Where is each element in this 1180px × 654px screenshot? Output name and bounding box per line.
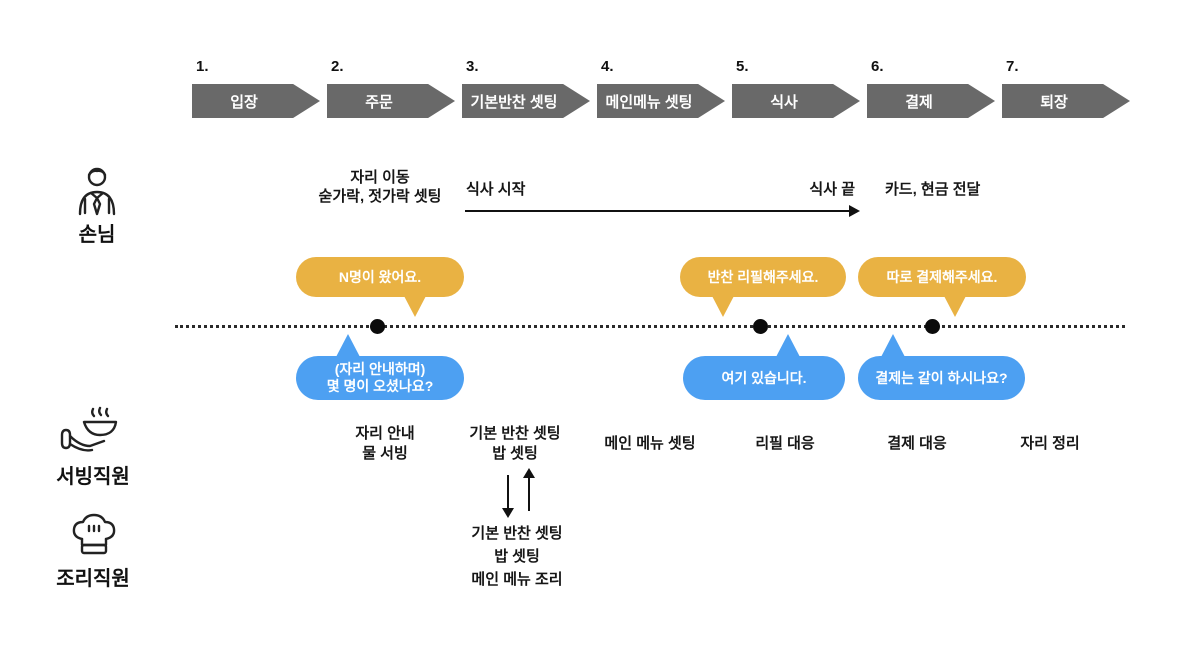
handoff-arrow-down-head [502,508,514,518]
step-label: 퇴장 [1040,93,1068,111]
customer-action-meal-start: 식사 시작 [466,181,526,198]
staff-bubble-pay-together-question: 결제는 같이 하시나요? [858,356,1025,400]
customer-bubble-separate-payment: 따로 결제해주세요. [858,257,1026,297]
bubble-text: (자리 안내하며) 몇 명이 오셨나요? [326,361,434,394]
step-number: 4. [601,58,614,75]
handoff-arrow-down-line [507,475,509,511]
bubble-tail [776,334,800,357]
server-task-refill: 리필 대응 [755,435,815,452]
cook-task-list: 기본 반찬 셋팅 밥 셋팅 메인 메뉴 조리 [471,525,563,588]
bubble-text: N명이 왔어요. [338,268,422,285]
serving-hand-bowl-icon [60,406,118,460]
step-label: 결제 [905,93,933,111]
customer-action-payment-handover: 카드, 현금 전달 [885,181,981,198]
bubble-tail [881,334,905,357]
customer-action-meal-end: 식사 끝 [809,181,855,198]
bubble-text: 여기 있습니다. [721,369,807,386]
actor-label-customer: 손님 [78,224,116,246]
actor-label-cook: 조리직원 [56,568,130,590]
step-arrow-main-menu-setting: 메인메뉴 셋팅 [597,84,725,118]
interaction-timeline [175,325,1125,328]
bubble-tail [336,334,360,357]
server-task-banchan-rice: 기본 반찬 셋팅 밥 셋팅 [469,425,561,462]
person-with-tie-icon [72,166,122,218]
step-number: 1. [196,58,209,75]
bubble-tail [403,294,427,317]
step-arrow-exit: 퇴장 [1002,84,1130,118]
server-task-main-menu: 메인 메뉴 셋팅 [604,435,696,452]
bubble-text: 결제는 같이 하시나요? [875,369,1008,386]
server-task-payment: 결제 대응 [887,435,947,452]
step-arrow-meal: 식사 [732,84,860,118]
customer-bubble-arrival: N명이 왔어요. [296,257,464,297]
staff-bubble-here-it-is: 여기 있습니다. [683,356,845,400]
step-number: 5. [736,58,749,75]
step-number: 7. [1006,58,1019,75]
step-label: 주문 [365,93,393,111]
bubble-tail [943,294,967,317]
actor-label-server: 서빙직원 [56,466,130,488]
bubble-text: 반찬 리필해주세요. [707,268,819,285]
interaction-dot [925,319,940,334]
step-label: 기본반찬 셋팅 [470,93,558,111]
step-arrow-banchan-setting: 기본반찬 셋팅 [462,84,590,118]
handoff-arrow-up-line [528,475,530,511]
bubble-text: 따로 결제해주세요. [886,268,998,285]
step-label: 식사 [770,93,798,111]
handoff-arrow-up-head [523,468,535,478]
step-arrow-order: 주문 [327,84,455,118]
server-task-clear-table: 자리 정리 [1020,435,1080,452]
step-number: 3. [466,58,479,75]
interaction-dot [753,319,768,334]
customer-bubble-refill: 반찬 리필해주세요. [680,257,846,297]
customer-action-seat-move: 자리 이동 숟가락, 젓가락 셋팅 [318,169,442,205]
step-arrow-entrance: 입장 [192,84,320,118]
step-arrow-payment: 결제 [867,84,995,118]
step-label: 입장 [230,93,258,111]
meal-duration-arrow-line [465,210,851,212]
step-number: 6. [871,58,884,75]
server-task-seat-water: 자리 안내 물 서빙 [355,425,415,462]
step-label: 메인메뉴 셋팅 [605,93,693,111]
chef-hat-icon [68,512,120,562]
staff-bubble-seating-question: (자리 안내하며) 몇 명이 오셨나요? [296,356,464,400]
bubble-tail [711,294,735,317]
interaction-dot [370,319,385,334]
meal-duration-arrowhead [849,205,860,217]
step-number: 2. [331,58,344,75]
